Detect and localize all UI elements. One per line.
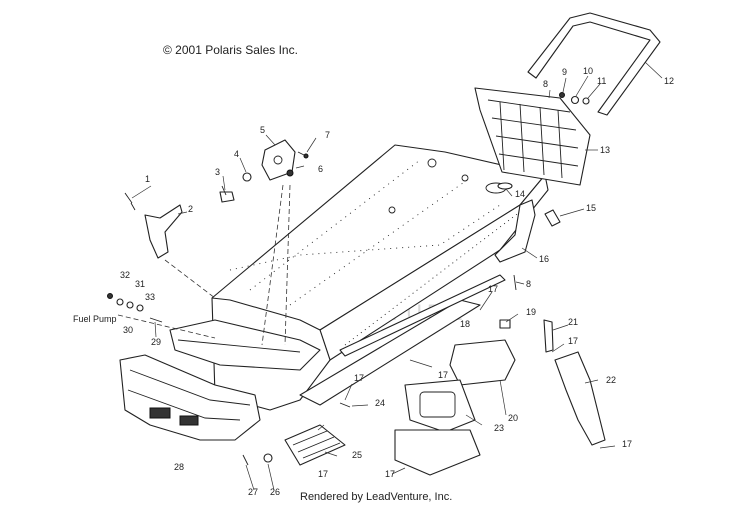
part-9-bolt bbox=[559, 92, 565, 98]
callout-7: 7 bbox=[325, 130, 330, 140]
assembly-line-d bbox=[117, 314, 216, 339]
part-13-snow-flap bbox=[474, 87, 591, 186]
part-31-washer bbox=[116, 298, 124, 306]
part-29-screw bbox=[149, 317, 163, 323]
part-14-plug bbox=[497, 182, 513, 190]
callout-17e: 17 bbox=[318, 469, 328, 479]
callout-8b: 8 bbox=[526, 279, 531, 289]
assembly-line-c bbox=[284, 184, 291, 346]
callout-25: 25 bbox=[352, 450, 362, 460]
part-22-guard bbox=[554, 351, 606, 446]
part-24-screw bbox=[339, 402, 351, 408]
callout-29: 29 bbox=[151, 337, 161, 347]
callout-17a: 17 bbox=[488, 284, 498, 294]
callout-16: 16 bbox=[539, 254, 549, 264]
callout-15: 15 bbox=[586, 203, 596, 213]
part-skid bbox=[394, 429, 481, 476]
copyright-text: © 2001 Polaris Sales Inc. bbox=[163, 43, 298, 57]
part-33-spacer bbox=[136, 304, 144, 312]
callout-4: 4 bbox=[234, 149, 239, 159]
part-27-bolt bbox=[242, 454, 249, 466]
callout-labels: 1 2 3 4 5 6 7 8 9 10 11 12 13 14 15 16 8… bbox=[73, 66, 674, 497]
part-6-nut bbox=[286, 169, 294, 177]
callout-17d: 17 bbox=[354, 373, 364, 383]
callout-17b: 17 bbox=[568, 336, 578, 346]
callout-23: 23 bbox=[494, 423, 504, 433]
callout-19: 19 bbox=[526, 307, 536, 317]
callout-18: 18 bbox=[460, 319, 470, 329]
callout-31: 31 bbox=[135, 279, 145, 289]
part-11-nut bbox=[582, 97, 590, 105]
callout-26: 26 bbox=[270, 487, 280, 497]
callout-20: 20 bbox=[508, 413, 518, 423]
callout-32: 32 bbox=[120, 270, 130, 280]
callout-22: 22 bbox=[606, 375, 616, 385]
assembly-line-a bbox=[164, 259, 216, 299]
callout-14: 14 bbox=[515, 189, 525, 199]
part-4-washer bbox=[242, 172, 252, 182]
callout-13: 13 bbox=[600, 145, 610, 155]
callout-11: 11 bbox=[597, 76, 606, 86]
leader-lines bbox=[131, 61, 663, 491]
fuel-pump-label: Fuel Pump bbox=[73, 314, 117, 324]
part-10-washer bbox=[570, 95, 580, 105]
callout-27: 27 bbox=[248, 487, 258, 497]
part-21-hitch bbox=[543, 319, 554, 353]
callout-1: 1 bbox=[145, 174, 150, 184]
callout-30: 30 bbox=[123, 325, 133, 335]
callout-5: 5 bbox=[260, 125, 265, 135]
callout-17f: 17 bbox=[385, 469, 395, 479]
part-8b-rivet bbox=[513, 274, 517, 291]
callout-8: 8 bbox=[543, 79, 548, 89]
callout-3: 3 bbox=[215, 167, 220, 177]
part-3-bolt bbox=[219, 191, 235, 203]
part-26-grommet bbox=[263, 453, 273, 463]
callout-10: 10 bbox=[583, 66, 593, 76]
callout-21: 21 bbox=[568, 317, 578, 327]
chassis-tunnel bbox=[119, 144, 549, 441]
footer-credit: Rendered by LeadVenture, Inc. bbox=[300, 491, 452, 503]
callout-33: 33 bbox=[145, 292, 155, 302]
part-19-spacer bbox=[499, 319, 511, 329]
part-32-nut bbox=[107, 293, 113, 299]
part-18-rail bbox=[339, 274, 506, 357]
callout-28: 28 bbox=[174, 462, 184, 472]
callout-12: 12 bbox=[664, 76, 674, 86]
callout-2: 2 bbox=[188, 204, 193, 214]
part-20-bracket bbox=[449, 339, 516, 386]
part-2-bracket bbox=[144, 204, 183, 259]
part-30-grommet bbox=[126, 301, 134, 309]
part-12-grab-loop bbox=[527, 12, 661, 116]
callout-17g: 17 bbox=[622, 439, 632, 449]
part-15-reflector bbox=[544, 209, 561, 227]
part-23-plate bbox=[404, 379, 476, 433]
callout-24: 24 bbox=[375, 398, 385, 408]
part-16-bracket bbox=[494, 199, 536, 263]
callout-6: 6 bbox=[318, 164, 323, 174]
part-1-pin bbox=[124, 192, 136, 211]
assembly-line-b bbox=[261, 184, 284, 346]
callout-17c: 17 bbox=[438, 370, 448, 380]
callout-9: 9 bbox=[562, 67, 567, 77]
